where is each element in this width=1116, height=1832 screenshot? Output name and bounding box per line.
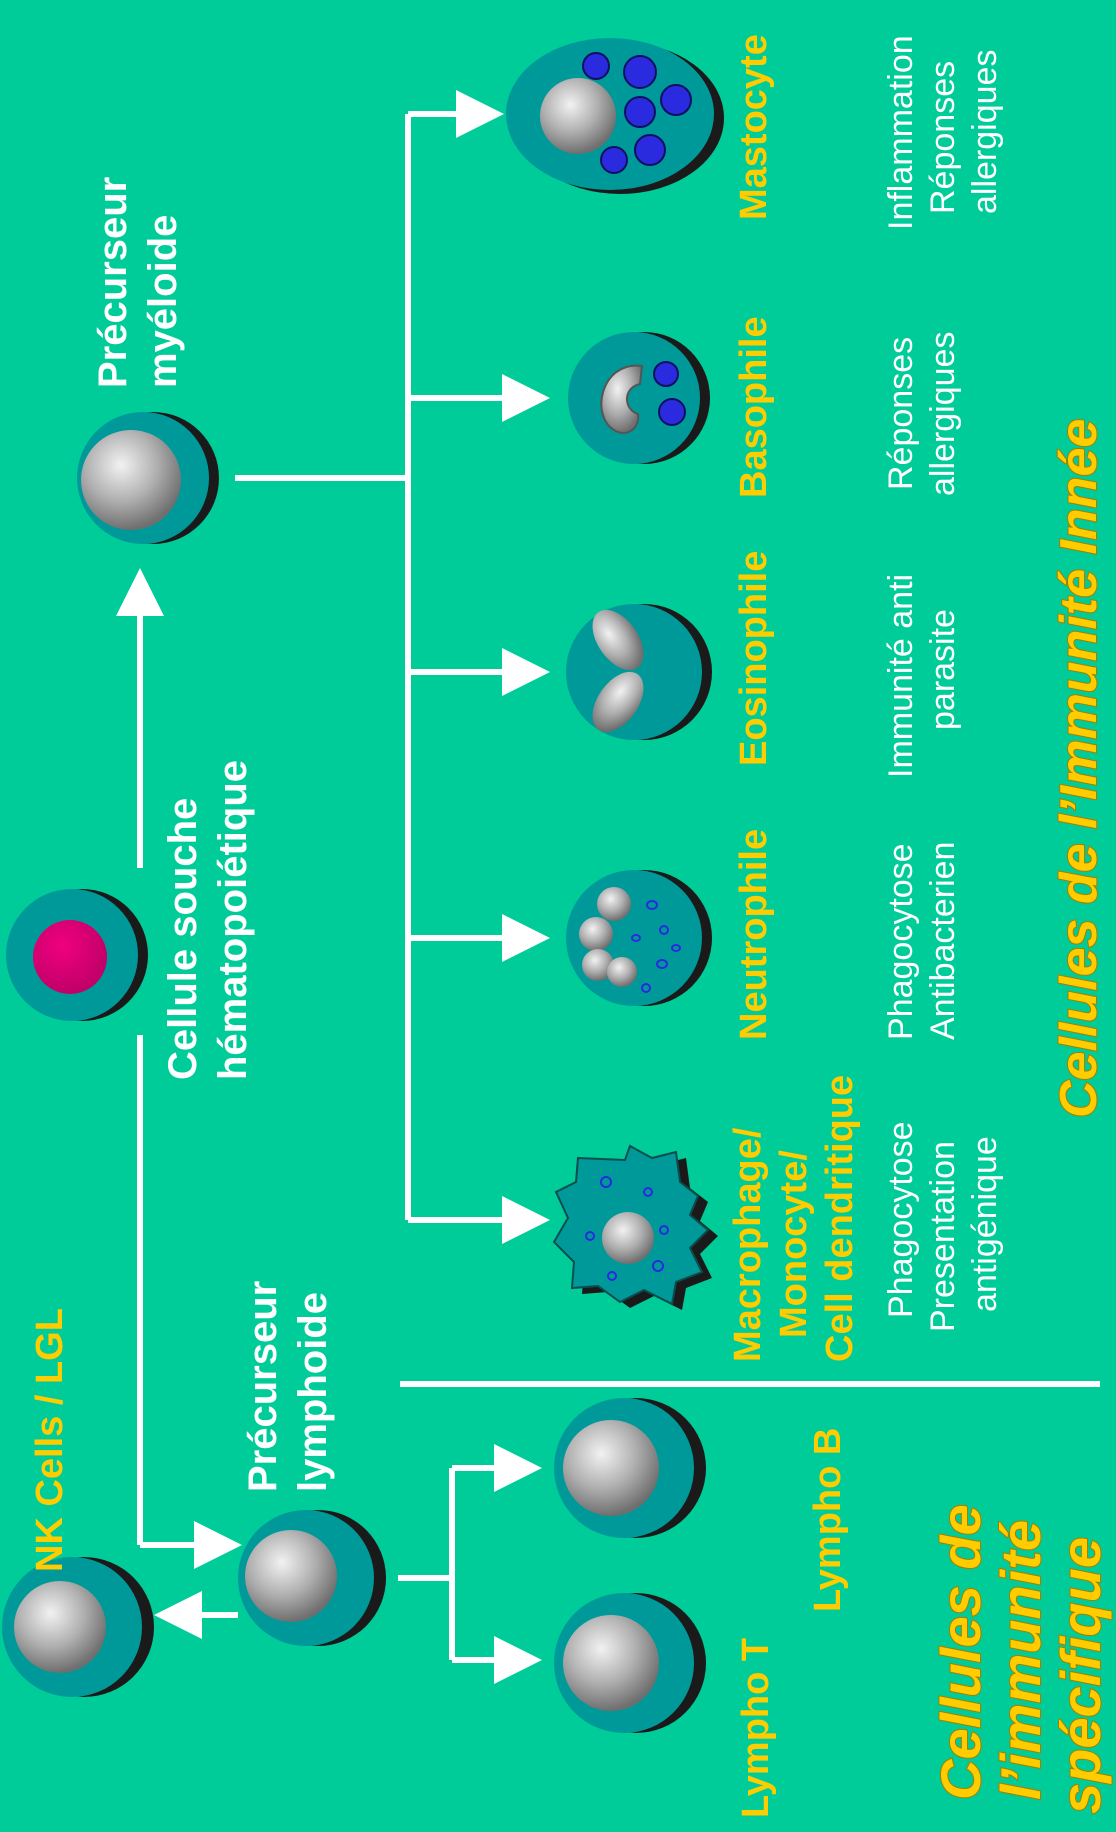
stem-cell xyxy=(6,889,148,1021)
myeloid-precursor-cell xyxy=(77,412,219,544)
mastocyte-label: Mastocyte xyxy=(733,34,775,220)
macrophage-cell xyxy=(552,1144,718,1310)
neutrophile-label: Neutrophile xyxy=(733,829,775,1040)
lymphoid-precursor-label-line2: lymphoide xyxy=(291,1292,335,1492)
lympho-b-cell xyxy=(554,1398,706,1538)
macrophage-function-line2: Presentation xyxy=(924,1141,962,1332)
mastocyte-cell xyxy=(506,38,724,194)
neutrophile-cell xyxy=(566,870,712,1006)
basophile-function-line2: allergiques xyxy=(924,332,962,496)
basophile-function-line1: Réponses xyxy=(882,337,920,490)
innate-immunity-title: Cellules de l’Immunité Innée xyxy=(1050,419,1108,1118)
nk-cell xyxy=(2,1557,154,1697)
connectors xyxy=(116,90,550,1684)
specific-immunity-title-line2: l’immunité xyxy=(989,1520,1052,1800)
eosinophile-function-line1: Immunité anti xyxy=(882,574,920,778)
lymphoid-precursor-label-line1: Précurseur xyxy=(241,1281,285,1492)
basophile-cell xyxy=(568,332,710,464)
lymphoid-precursor-cell xyxy=(238,1510,386,1646)
mastocyte-function-line1: Inflammation xyxy=(882,35,920,230)
macrophage-label-line1: Macrophage/ xyxy=(727,1127,769,1362)
stem-cell-label-line1: Cellule souche xyxy=(161,798,205,1080)
neutrophile-function-line1: Phagocytose xyxy=(882,843,920,1040)
mastocyte-function-line2: Réponses xyxy=(924,61,962,214)
macrophage-function-line1: Phagocytose xyxy=(882,1121,920,1318)
basophile-label: Basophile xyxy=(733,316,775,498)
myeloid-precursor-label-line2: myéloide xyxy=(141,215,185,388)
specific-immunity-title-line3: spécifique xyxy=(1049,1537,1112,1814)
lympho-t-label: Lympho T xyxy=(735,1638,777,1818)
macrophage-label-line2: Monocyte/ xyxy=(773,1150,815,1338)
eosinophile-cell xyxy=(566,604,712,740)
mastocyte-function-line3: allergiques xyxy=(966,50,1004,214)
eosinophile-label: Eosinophile xyxy=(733,551,775,766)
macrophage-function-line3: antigénique xyxy=(966,1136,1004,1312)
neutrophile-function-line2: Antibacterien xyxy=(924,842,962,1040)
nk-label: NK Cells / LGL xyxy=(29,1308,71,1572)
eosinophile-function-line2: parasite xyxy=(924,609,962,730)
lympho-t-cell xyxy=(554,1593,706,1733)
specific-immunity-title-line1: Cellules de xyxy=(929,1504,992,1800)
stem-cell-label-line2: hématopoiétique xyxy=(211,760,255,1080)
macrophage-label-line3: Cell dendritique xyxy=(819,1075,861,1362)
myeloid-precursor-label-line1: Précurseur xyxy=(91,177,135,388)
lympho-b-label: Lympho B xyxy=(807,1428,849,1612)
